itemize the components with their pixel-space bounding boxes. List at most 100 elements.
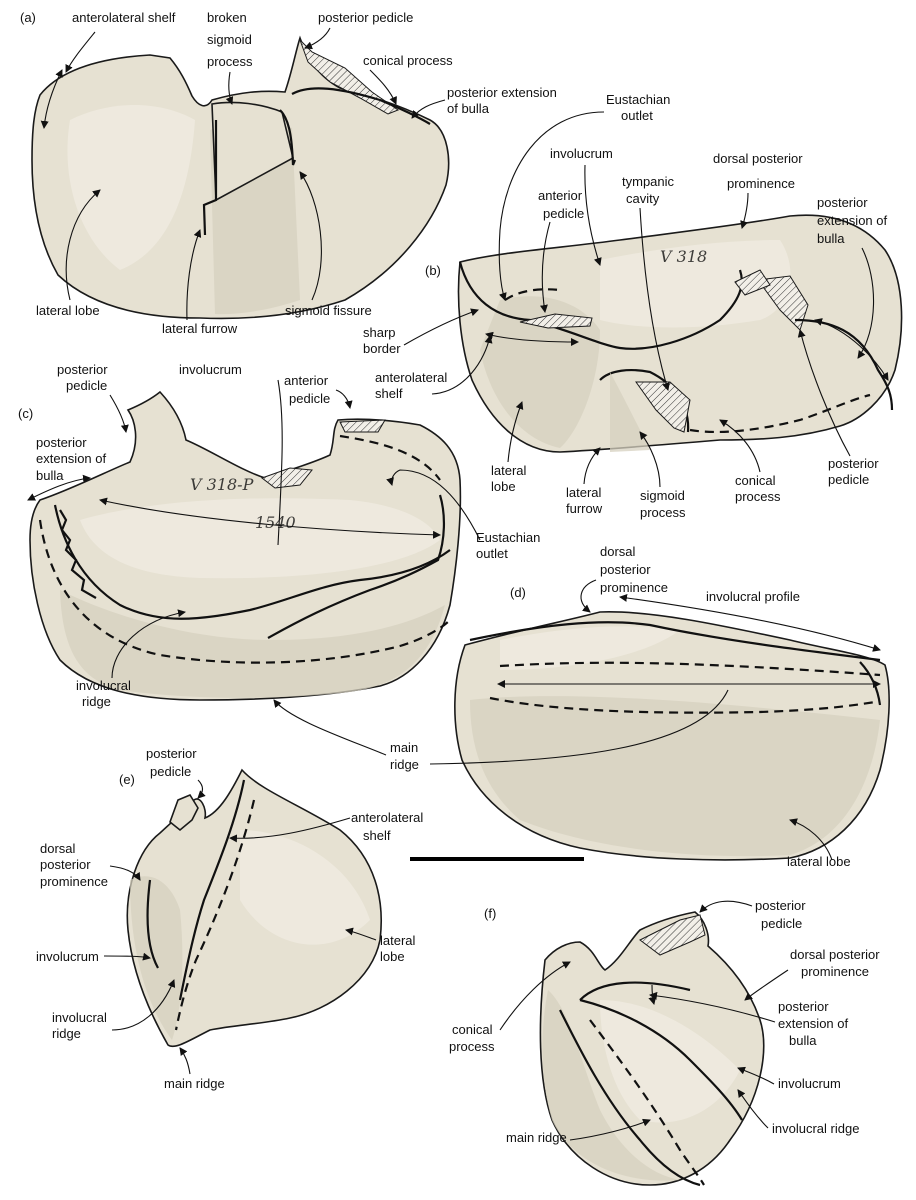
- bulla-b-highlight: [600, 240, 791, 328]
- dash-b-1: [504, 288, 561, 301]
- leader: [369, 69, 397, 105]
- panel-a: (a) anterolateral shelf broken sigmoid p…: [20, 10, 557, 336]
- leader: [737, 1089, 769, 1129]
- label: involucral ridge: [772, 1121, 859, 1136]
- label: conical: [452, 1022, 493, 1037]
- label: posterior: [828, 456, 879, 471]
- ridge-e: [178, 779, 246, 1001]
- bulla-a-highlight: [67, 105, 195, 270]
- label: outlet: [476, 546, 508, 561]
- label: lateral: [491, 463, 527, 478]
- label: involucral profile: [706, 589, 800, 604]
- label: lateral: [566, 485, 602, 500]
- label: lobe: [491, 479, 516, 494]
- label: bulla: [36, 468, 64, 483]
- label: anterolateral shelf: [72, 10, 176, 25]
- label: involucrum: [36, 949, 99, 964]
- label: prominence: [40, 874, 108, 889]
- label: furrow: [566, 501, 603, 516]
- label: dorsal: [40, 841, 76, 856]
- leader: [304, 27, 331, 50]
- ridge-f-1: [579, 998, 743, 1121]
- label: lateral furrow: [162, 321, 238, 336]
- ridge-f-2: [559, 1009, 701, 1187]
- label: outlet: [621, 108, 653, 123]
- label: process: [640, 505, 686, 520]
- bulla-d-shade: [470, 696, 880, 857]
- bulla-e-highlight: [240, 830, 370, 945]
- leader: [740, 192, 749, 229]
- leader: [539, 221, 551, 313]
- label: sigmoid: [207, 32, 252, 47]
- leader: [569, 1118, 651, 1141]
- panel-e: (e) posterior pedicle anterolateral shel…: [36, 746, 423, 1091]
- label: broken: [207, 10, 247, 25]
- label: posterior: [146, 746, 197, 761]
- label: involucrum: [778, 1076, 841, 1091]
- label: shelf: [375, 386, 403, 401]
- panel-letter: (c): [18, 406, 33, 421]
- label: dorsal posterior: [713, 151, 803, 166]
- posterior-pedicle-hatch-a: [299, 39, 400, 115]
- panel-letter: (a): [20, 10, 36, 25]
- label: Eustachian: [606, 92, 670, 107]
- leader: [789, 818, 833, 861]
- leader: [273, 699, 387, 756]
- bulla-f-shade: [542, 990, 680, 1181]
- panel-f: (f) posterior pedicle dorsal posterior p…: [449, 898, 880, 1187]
- leader: [744, 969, 789, 1001]
- sigmoid-hatch-b: [635, 381, 691, 433]
- label: Eustachian: [476, 530, 540, 545]
- label: conical: [735, 473, 776, 488]
- label: sigmoid fissure: [285, 303, 372, 318]
- dbl: [99, 497, 441, 539]
- cavity-b: [458, 261, 743, 350]
- ink: 1540: [255, 513, 296, 532]
- panel-b: V 318 (b) Eustachian outlet involucrum d…: [363, 92, 903, 520]
- dash-b-2: [689, 393, 871, 434]
- leader: [65, 189, 101, 301]
- leader: [719, 419, 761, 473]
- label: main ridge: [164, 1076, 225, 1091]
- label: extension of: [817, 213, 887, 228]
- label: main ridge: [506, 1130, 567, 1145]
- label: posterior extension: [447, 85, 557, 100]
- label: pedicle: [66, 378, 107, 393]
- label: prominence: [801, 964, 869, 979]
- leader: [109, 394, 129, 433]
- hatch-f: [639, 914, 706, 956]
- pedicle-e: [169, 793, 199, 832]
- ridge-e-2: [146, 879, 159, 969]
- panel-c: V 318-P 1540 (c) posterior pedicle invol…: [18, 362, 540, 709]
- label: ridge: [390, 757, 419, 772]
- leader: [229, 817, 351, 843]
- label: extension of: [778, 1016, 848, 1031]
- dbl: [814, 318, 889, 381]
- label: anterolateral: [375, 370, 447, 385]
- leader: [649, 991, 776, 1023]
- sigmoid-fissure-line-a: [279, 109, 297, 166]
- dbl: [619, 593, 881, 652]
- label: process: [207, 54, 253, 69]
- leader: [411, 99, 446, 119]
- bulla-c-shade: [60, 590, 445, 698]
- label: shelf: [363, 828, 391, 843]
- label: posterior: [600, 562, 651, 577]
- label: posterior pedicle: [318, 10, 413, 25]
- panel-letter: (b): [425, 263, 441, 278]
- leader: [299, 171, 322, 301]
- leader: [499, 961, 571, 1031]
- label: sigmoid: [640, 488, 685, 503]
- ink: V 318: [660, 247, 707, 266]
- bulla-f-highlight: [600, 1000, 740, 1123]
- leader: [179, 1047, 191, 1075]
- label: dorsal posterior: [790, 947, 880, 962]
- panel-d: (d) dorsal posterior prominence involucr…: [273, 544, 890, 869]
- label: of bulla: [447, 101, 490, 116]
- ridge-f-3: [579, 981, 691, 1001]
- leader: [583, 447, 601, 485]
- label: prominence: [727, 176, 795, 191]
- leader: [103, 952, 151, 961]
- leader: [403, 308, 479, 346]
